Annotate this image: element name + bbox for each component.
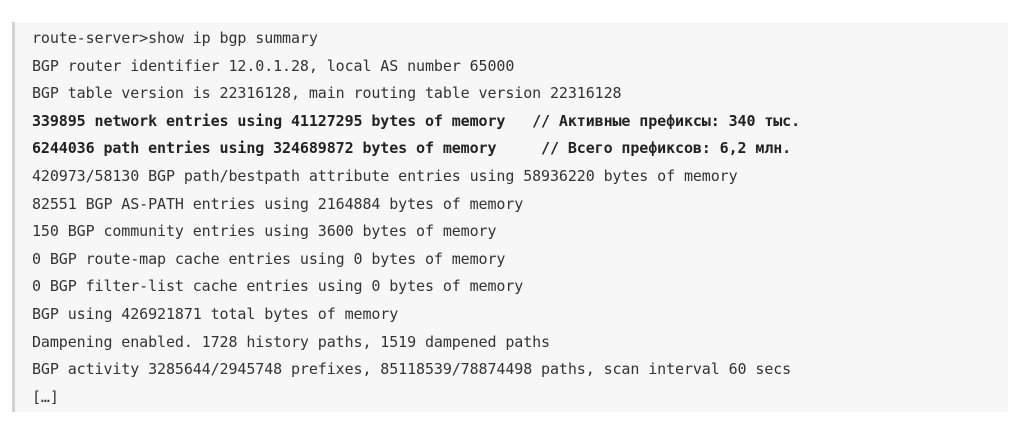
code-line: Dampening enabled. 1728 history paths, 1… [32,332,550,351]
code-line: BGP router identifier 12.0.1.28, local A… [32,56,515,75]
code-line: 150 BGP community entries using 3600 byt… [32,222,497,241]
code-block: route-server>show ip bgp summary BGP rou… [12,22,1008,412]
code-line: 339895 network entries using 41127295 by… [32,111,801,130]
code-line: 0 BGP route-map cache entries using 0 by… [32,249,506,268]
code-line: 420973/58130 BGP path/bestpath attribute… [32,166,738,185]
code-line: BGP activity 3285644/2945748 prefixes, 8… [32,360,792,379]
code-line: 82551 BGP AS-PATH entries using 2164884 … [32,194,524,213]
code-line: BGP using 426921871 total bytes of memor… [32,304,399,323]
code-line: […] [32,387,59,406]
code-line: route-server>show ip bgp summary [32,29,318,47]
code-line: BGP table version is 22316128, main rout… [32,84,622,103]
code-lines: route-server>show ip bgp summary BGP rou… [32,25,800,411]
code-line: 0 BGP filter-list cache entries using 0 … [32,277,524,296]
code-line: 6244036 path entries using 324689872 byt… [32,139,792,158]
